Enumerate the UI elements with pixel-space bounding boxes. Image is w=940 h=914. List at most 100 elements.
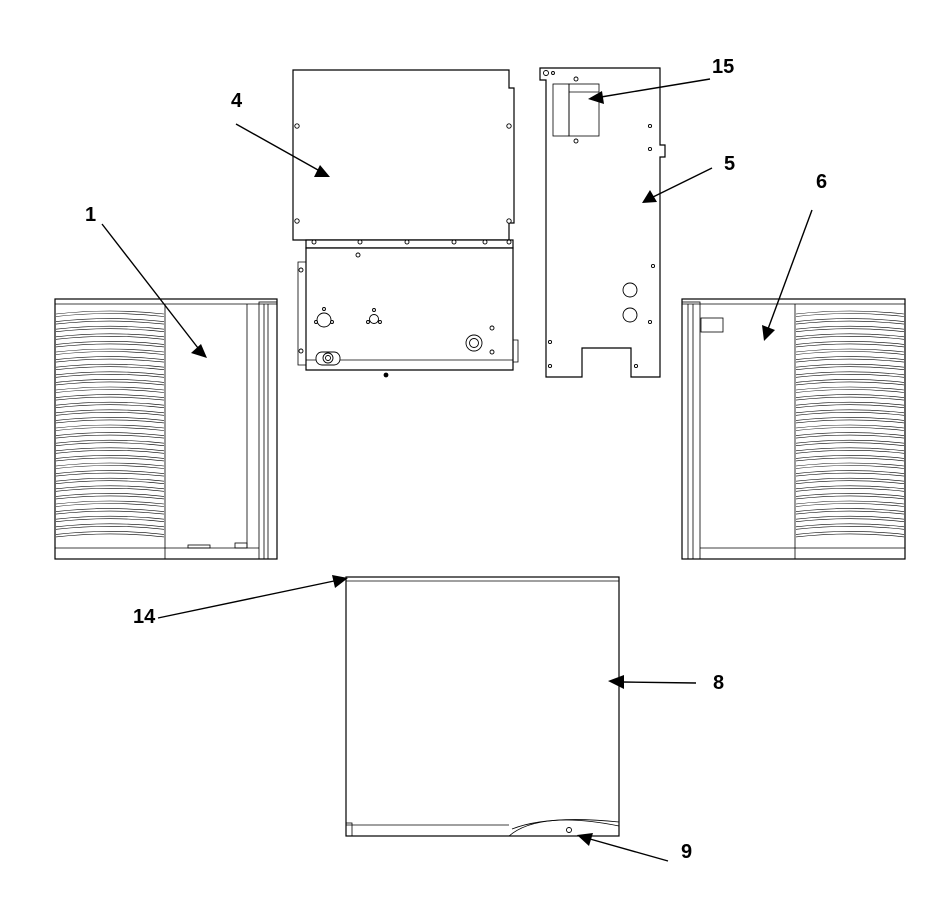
grille-louver (795, 318, 905, 322)
grille-louver (795, 500, 905, 505)
grille-louver (55, 409, 165, 414)
grille-louver-edge (55, 412, 165, 416)
grille-louver-edge (795, 381, 905, 386)
grille-louver-edge (55, 495, 165, 500)
grille-louver-edge (55, 381, 165, 386)
grille-louver (55, 523, 165, 528)
grille-louver (55, 531, 165, 535)
grille-louver (795, 508, 905, 512)
grille-louver-edge (795, 343, 905, 348)
grille-louver (55, 310, 165, 315)
grille-louver (55, 318, 165, 322)
grille-louver (795, 493, 905, 497)
grille-louver (795, 515, 905, 520)
grille-louver-edge (795, 358, 905, 363)
callout-label-9: 9 (681, 841, 692, 863)
grille-louver (55, 401, 165, 406)
grille-louver (55, 333, 165, 338)
grille-louver (55, 447, 165, 452)
grille-louver-edge (55, 510, 165, 515)
right-panel-grille (795, 310, 905, 538)
grille-louver-edge (795, 465, 905, 469)
grille-louver-edge (55, 320, 165, 325)
grille-louver (795, 424, 905, 429)
grille-louver-edge (795, 412, 905, 416)
grille-louver (795, 394, 905, 398)
grille-louver (795, 531, 905, 535)
grille-louver (55, 462, 165, 467)
grille-louver (795, 477, 905, 482)
grille-louver-edge (795, 457, 905, 462)
grille-louver (55, 341, 165, 345)
grille-louver (795, 348, 905, 353)
callout-labels: 1 4 5 6 8 9 14 15 (85, 56, 827, 863)
callout-label-8: 8 (713, 672, 724, 694)
grille-louver (795, 363, 905, 368)
grille-louver (55, 477, 165, 482)
part-4-control-box (292, 69, 519, 378)
grille-louver (795, 470, 905, 474)
grille-louver (795, 417, 905, 421)
grille-louver (795, 356, 905, 360)
grille-louver (795, 341, 905, 345)
grille-louver-edge (55, 488, 165, 492)
grille-louver-edge (795, 427, 905, 431)
callout-label-1: 1 (85, 204, 96, 226)
grille-louver (55, 371, 165, 376)
grille-louver (55, 356, 165, 360)
grille-louver (55, 379, 165, 383)
grille-louver (795, 432, 905, 436)
callout-label-4: 4 (231, 90, 243, 112)
grille-louver-edge (795, 472, 905, 477)
grille-louver (55, 417, 165, 421)
grille-louver (795, 379, 905, 383)
grille-louver (795, 333, 905, 338)
grille-louver-edge (55, 503, 165, 507)
callout-label-5: 5 (724, 153, 735, 175)
grille-louver-edge (795, 510, 905, 515)
grille-louver (55, 439, 165, 444)
grille-louver (795, 409, 905, 414)
grille-louver-edge (795, 434, 905, 439)
grille-louver-edge (795, 336, 905, 340)
grille-louver-edge (55, 328, 165, 332)
grille-louver-edge (795, 518, 905, 522)
grille-louver (55, 500, 165, 505)
grille-louver-edge (55, 389, 165, 393)
grille-louver-edge (795, 533, 905, 538)
grille-louver-edge (55, 351, 165, 355)
grille-louver-edge (55, 374, 165, 378)
callout-label-14: 14 (133, 606, 156, 628)
grille-louver-edge (55, 533, 165, 538)
grille-louver-edge (55, 336, 165, 340)
grille-louver-edge (55, 358, 165, 363)
grille-louver-edge (55, 419, 165, 424)
grille-louver (55, 455, 165, 459)
grille-louver-edge (795, 366, 905, 370)
grille-louver (795, 462, 905, 467)
grille-louver-edge (55, 427, 165, 431)
grille-louver-edge (795, 488, 905, 492)
grille-louver (55, 493, 165, 497)
grille-louver-edge (795, 419, 905, 424)
grille-louver-edge (55, 442, 165, 446)
grille-louver-edge (55, 480, 165, 484)
grille-louver-edge (795, 374, 905, 378)
grille-louver-edge (795, 313, 905, 317)
grille-louver-edge (795, 495, 905, 500)
grille-louver (55, 508, 165, 512)
grille-louver (55, 515, 165, 520)
grille-louver (795, 386, 905, 391)
left-panel-grille (55, 310, 165, 538)
callout-label-6: 6 (816, 171, 827, 193)
grille-louver (795, 310, 905, 315)
part-1-left-side-panel (54, 298, 278, 560)
callout-label-15: 15 (712, 56, 734, 78)
grille-louver (55, 470, 165, 474)
grille-louver (55, 432, 165, 436)
grille-louver-edge (55, 343, 165, 348)
grille-louver-edge (55, 396, 165, 401)
grille-louver (55, 485, 165, 490)
part-5-control-panel (539, 67, 666, 378)
grille-louver (795, 325, 905, 330)
